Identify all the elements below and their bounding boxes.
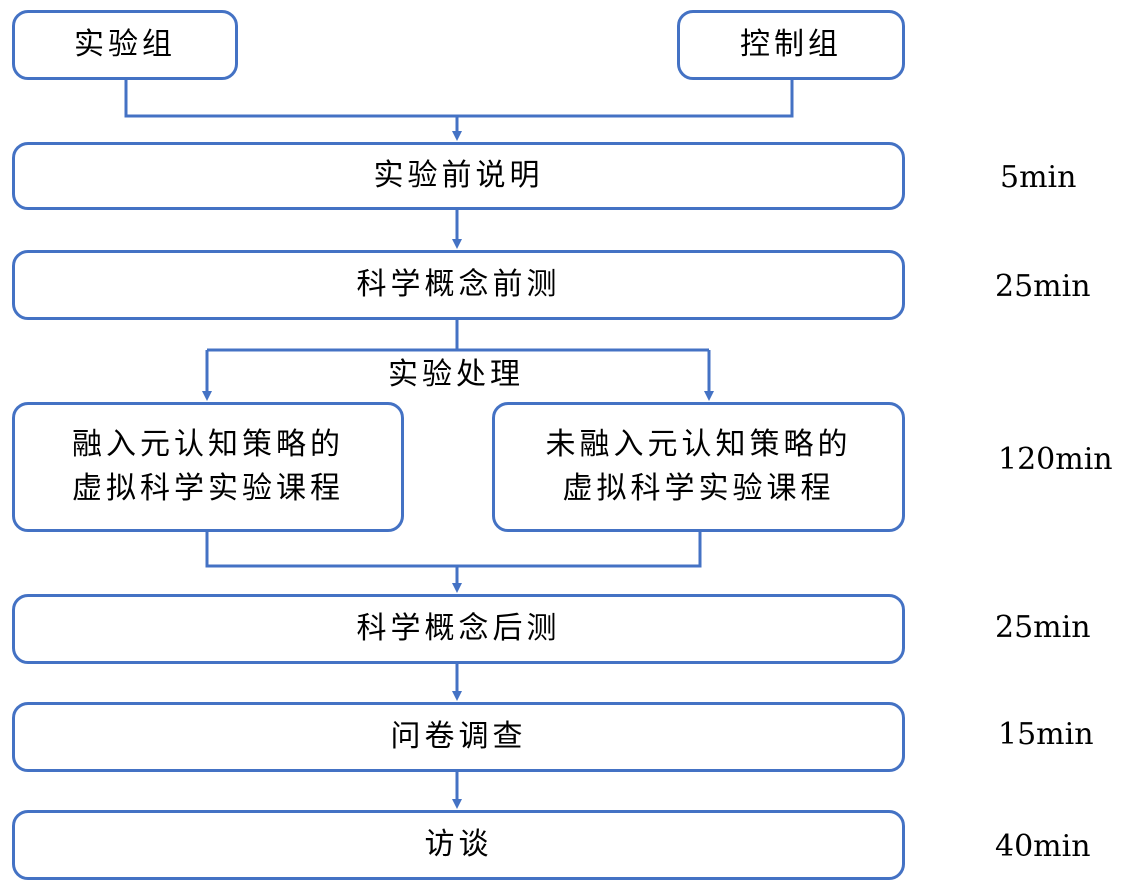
interview-box: 访谈 [12, 810, 905, 880]
interview-duration: 40min [995, 829, 1091, 864]
pre-test-box: 科学概念前测 [12, 250, 905, 320]
control-group-box: 控制组 [677, 10, 905, 80]
pre-instruction-box: 实验前说明 [12, 142, 905, 210]
questionnaire-label: 问卷调查 [390, 719, 527, 754]
experimental-group-box: 实验组 [12, 10, 238, 80]
questionnaire-box: 问卷调查 [12, 702, 905, 772]
control-group-label: 控制组 [740, 27, 842, 62]
interview-label: 访谈 [424, 827, 493, 862]
experimental-group-label: 实验组 [74, 27, 176, 62]
pre-instruction-duration: 5min [1000, 160, 1077, 195]
course-without-strategy-line1: 未融入元认知策略的 [545, 427, 852, 462]
merge-line-groups [124, 80, 794, 118]
treatment-label: 实验处理 [388, 357, 524, 392]
course-with-strategy-line1: 融入元认知策略的 [72, 427, 344, 462]
course-with-strategy-line2: 虚拟科学实验课程 [72, 471, 344, 506]
pre-test-label: 科学概念前测 [356, 267, 561, 302]
course-without-strategy-line2: 虚拟科学实验课程 [562, 471, 835, 506]
treatment-duration: 120min [998, 442, 1113, 477]
post-test-box: 科学概念后测 [12, 594, 905, 664]
post-test-duration: 25min [995, 610, 1091, 645]
merge-line-courses [205, 532, 702, 568]
course-with-strategy-box: 融入元认知策略的 虚拟科学实验课程 [12, 402, 404, 532]
questionnaire-duration: 15min [998, 717, 1094, 752]
pre-test-duration: 25min [995, 269, 1091, 304]
course-without-strategy-box: 未融入元认知策略的 虚拟科学实验课程 [492, 402, 905, 532]
post-test-label: 科学概念后测 [356, 611, 561, 646]
pre-instruction-label: 实验前说明 [373, 158, 544, 193]
